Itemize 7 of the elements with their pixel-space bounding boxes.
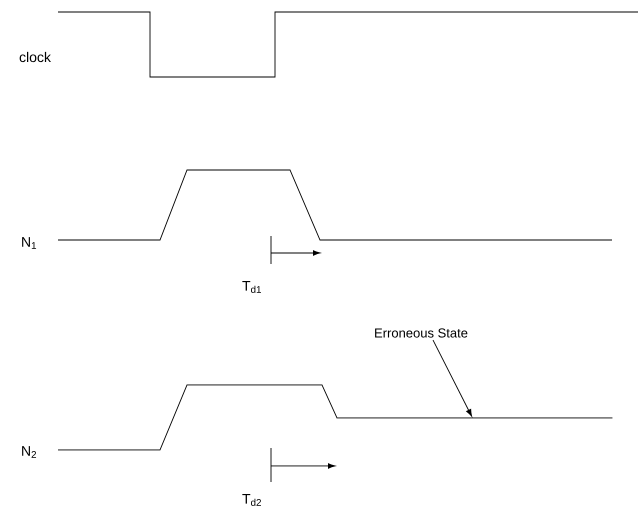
annotation-text: Erroneous State	[375, 328, 468, 338]
leader-line	[432, 340, 472, 417]
signal-label: N$_{1}$	[22, 237, 36, 249]
delay-label: T$_{d1}$	[242, 281, 261, 293]
signal-label: clock	[20, 52, 51, 62]
delay-label: T$_{d2}$	[242, 494, 261, 506]
signal-label: N$_{2}$	[22, 446, 36, 458]
